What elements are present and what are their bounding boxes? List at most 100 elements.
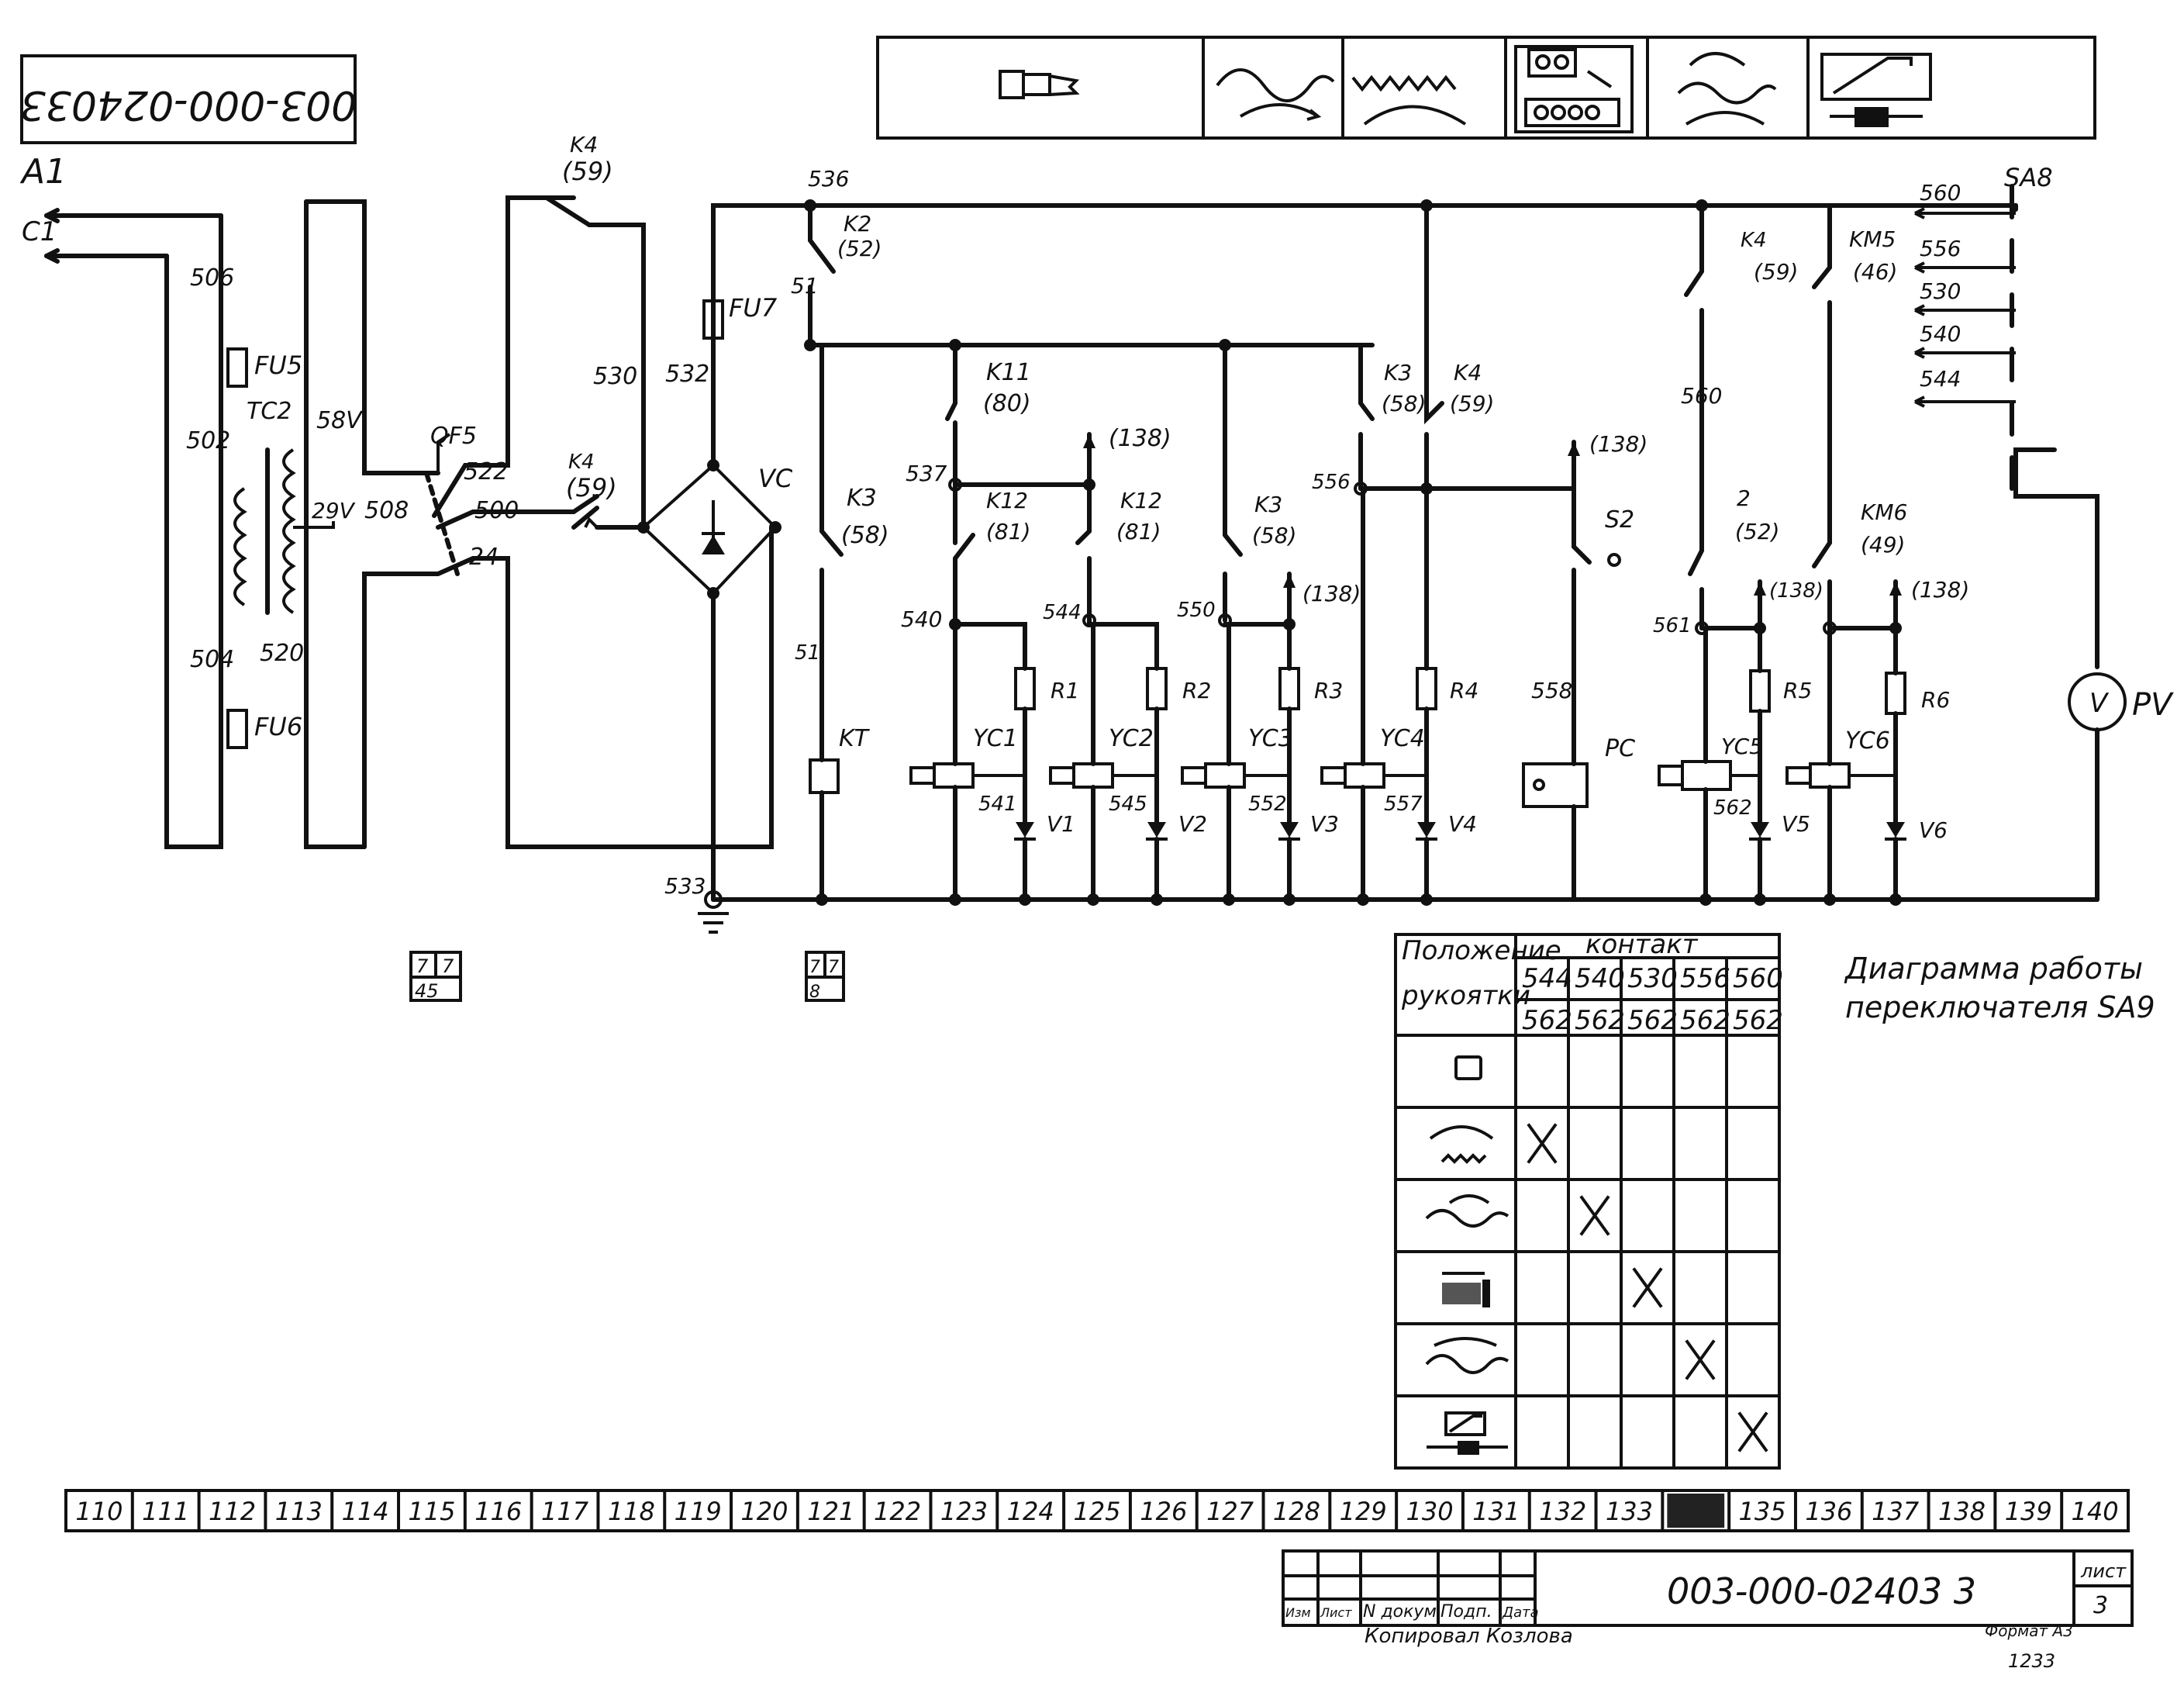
voltage-29v: 29V: [312, 498, 356, 523]
title-block: Изм Лист N докум. Подп. Дата 003-000-024…: [1282, 1549, 2134, 1672]
zone-cell: 122: [874, 1497, 921, 1526]
coil-yc4-label: YC4: [1380, 725, 1425, 752]
wire-502: 502: [186, 427, 230, 454]
fuse-fu7-label: FU7: [729, 293, 778, 323]
voltmeter-v-glyph: V: [2089, 688, 2110, 719]
double-wave-icon: [1677, 52, 1777, 126]
wire-533: 541: [978, 793, 1017, 816]
k12b-ref: (81): [1116, 519, 1161, 544]
switch-diagram-title-2: переключателя SA9: [1845, 990, 2155, 1024]
box2-b: 7: [828, 958, 839, 977]
x-mark: [1685, 1339, 1716, 1380]
k3-yc3-ref: (58): [1252, 523, 1296, 548]
x-mark: [1632, 1267, 1663, 1308]
coil-yc6-label: YC6: [1845, 727, 1890, 755]
k4-top-ref: (59): [562, 157, 613, 186]
mark-51-b: 51: [795, 641, 820, 665]
zone-cell: 136: [1805, 1497, 1852, 1526]
wire-520: 530: [593, 363, 637, 390]
zone-cell: 112: [209, 1497, 256, 1526]
k3-yc4-name: K3: [1384, 360, 1412, 385]
diode-v4-label: V4: [1448, 811, 1477, 837]
resistor-r1-label: R1: [1051, 678, 1079, 703]
rectifier-section: VC FU7 532 533: [637, 203, 813, 934]
diode-v5-label: V5: [1782, 811, 1810, 837]
zone-cell: 121: [807, 1497, 854, 1526]
fuse-fu7: [702, 299, 724, 340]
wire-537: 545: [1109, 793, 1147, 816]
k3-kt-ref: (58): [841, 522, 889, 549]
diode-v2-label: V2: [1178, 811, 1207, 837]
ref-138-c: (138): [1589, 431, 1647, 457]
coil-kt-label: KT: [839, 725, 871, 752]
k4-mid-ref: (59): [566, 473, 617, 503]
wire-510: 520: [260, 640, 304, 667]
km5-ref: (46): [1853, 259, 1897, 285]
tb-header-data: Дата: [1502, 1604, 1539, 1621]
km6-name: KM6: [1861, 499, 1907, 525]
zone-cell: 115: [408, 1497, 455, 1526]
zone-cell: 113: [275, 1497, 323, 1526]
table-col-top: 544: [1522, 963, 1572, 994]
zone-cell: 123: [940, 1497, 988, 1526]
resistor-r6-label: R6: [1921, 687, 1950, 713]
voltage-58v: 58V: [316, 407, 364, 434]
wire-544: 556: [1312, 471, 1351, 494]
zone-cell: 138: [1938, 1497, 1986, 1526]
tb-copied-by: Копировал Козлова: [1365, 1625, 1573, 1648]
x-mark: [1579, 1195, 1610, 1236]
tb-header-podp: Подп.: [1440, 1602, 1492, 1622]
rectifier-vc-label: VC: [758, 464, 793, 493]
zone-cell: 127: [1206, 1497, 1254, 1526]
diode-v3-label: V3: [1310, 811, 1339, 837]
box1-a: 7: [416, 955, 429, 977]
zone-cell: 135: [1739, 1497, 1786, 1526]
input-c1: C1: [22, 216, 57, 247]
fuse-fu5-label: FU5: [254, 351, 302, 380]
wire-522: 532: [665, 361, 709, 388]
square-icon: [1454, 1055, 1482, 1080]
fuse-fu6: [226, 709, 248, 749]
table-header-contact: контакт: [1585, 929, 1699, 960]
coil-pc-label: PC: [1605, 735, 1635, 762]
table-col-top: 530: [1627, 963, 1678, 994]
zone-cell: 130: [1406, 1497, 1453, 1526]
k2-name: K2: [844, 211, 871, 237]
zone-cell: 116: [474, 1497, 522, 1526]
k3-kt-name: K3: [847, 485, 877, 512]
hatched-cutter-icon: [1442, 1272, 1490, 1307]
wave-arc-icon: [1429, 1125, 1494, 1164]
zone-cell: 110: [75, 1497, 122, 1526]
zone-cell: 111: [142, 1497, 189, 1526]
table-col-bottom: 562: [1680, 1005, 1730, 1036]
wire-24: 536: [808, 166, 849, 192]
wire-508: 508: [364, 497, 409, 524]
k4-yc4-name: K4: [1454, 360, 1482, 385]
mirrored-drawing-number: 003-000-024033: [20, 81, 357, 128]
zone-cell: 120: [740, 1497, 788, 1526]
double-wave-icon: [1425, 1194, 1509, 1228]
tb-header-izm: Изм: [1285, 1605, 1311, 1620]
primary-coil: [233, 487, 247, 606]
zone-cell-dark: [1667, 1494, 1725, 1528]
zone-cell: 114: [342, 1497, 389, 1526]
zone-cell: 131: [1472, 1497, 1520, 1526]
box2-a: 7: [809, 958, 820, 977]
resistor-r3-label: R3: [1314, 678, 1343, 703]
sa8-pos-560: 560: [1920, 180, 1961, 206]
tb-header-ndok: N докум.: [1363, 1602, 1442, 1622]
wire-550: 558: [1531, 678, 1572, 703]
zone-cell: 119: [675, 1497, 722, 1526]
box2-c: 8: [809, 983, 820, 1002]
k4-mid-name: K4: [568, 451, 595, 474]
wire-540: 550: [1177, 599, 1216, 622]
table-header-handle: рукоятки: [1401, 980, 1530, 1011]
k4-yc4-ref: (59): [1450, 391, 1494, 416]
table-col-bottom: 562: [1733, 1005, 1783, 1036]
tb-sheet-number: 3: [2093, 1592, 2108, 1619]
k2-yc5-ref: (52): [1735, 519, 1779, 544]
wire-541: 552: [1248, 793, 1287, 816]
zone-cell: 132: [1539, 1497, 1586, 1526]
km5-name: KM5: [1849, 226, 1896, 252]
